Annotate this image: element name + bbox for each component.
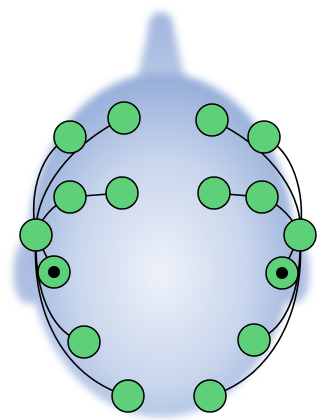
reference-electrode-right-center <box>276 267 288 279</box>
electrode-right-lower <box>238 324 270 356</box>
electrode-right-mid-outer <box>246 181 278 213</box>
electrode-right-mid-inner <box>198 177 230 209</box>
electrode-left-mid-inner <box>106 177 138 209</box>
reference-electrode-left-center <box>48 266 60 278</box>
electrode-left-temporal <box>20 219 52 251</box>
nose-shape <box>136 13 186 81</box>
electrode-left-mid-outer <box>54 181 86 213</box>
head-top-view-icon <box>13 13 309 418</box>
electrode-left-top-inner <box>108 102 140 134</box>
electrode-right-top-outer <box>248 121 280 153</box>
electrode-right-temporal <box>284 219 316 251</box>
electrode-left-bottom <box>112 380 144 412</box>
electrode-right-top-inner <box>196 104 228 136</box>
electrode-left-lower <box>68 326 100 358</box>
electrode-left-top-outer <box>54 121 86 153</box>
electrode-right-bottom <box>194 380 226 412</box>
